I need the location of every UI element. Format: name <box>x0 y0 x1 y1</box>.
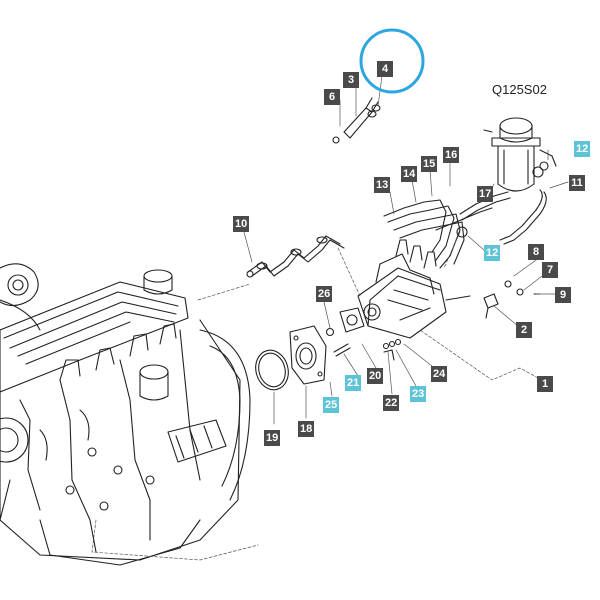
callout-15[interactable]: 15 <box>421 156 438 172</box>
callout-18[interactable]: 18 <box>298 421 315 437</box>
injection-pipes <box>246 199 493 278</box>
callout-6[interactable]: 6 <box>324 89 340 105</box>
callout-23[interactable]: 23 <box>410 386 427 402</box>
callout-13[interactable]: 13 <box>374 177 391 193</box>
callout-9[interactable]: 9 <box>555 287 571 303</box>
callout-11[interactable]: 11 <box>569 175 585 191</box>
injection-pump <box>357 239 471 339</box>
callout-25[interactable]: 25 <box>323 397 340 413</box>
callout-21[interactable]: 21 <box>345 375 362 391</box>
injector-assembly <box>332 97 381 144</box>
callout-12[interactable]: 12 <box>574 141 591 157</box>
callout-1[interactable]: 1 <box>537 376 553 392</box>
callout-26[interactable]: 26 <box>316 286 333 302</box>
callout-16[interactable]: 16 <box>443 147 460 163</box>
callout-12[interactable]: 12 <box>484 245 501 261</box>
callout-10[interactable]: 10 <box>233 216 250 232</box>
callout-20[interactable]: 20 <box>367 368 384 384</box>
sensor-parts <box>483 280 541 319</box>
leader-lines <box>91 75 569 561</box>
pump-mounting-parts <box>255 307 402 391</box>
callout-8[interactable]: 8 <box>528 244 544 260</box>
callout-22[interactable]: 22 <box>383 395 400 411</box>
reference-code: Q125S02 <box>492 82 547 97</box>
callout-3[interactable]: 3 <box>343 72 359 88</box>
callout-17[interactable]: 17 <box>477 186 494 202</box>
callout-14[interactable]: 14 <box>401 166 418 182</box>
callout-2[interactable]: 2 <box>516 322 532 338</box>
callout-19[interactable]: 19 <box>264 430 281 446</box>
fuel-filter <box>456 117 557 245</box>
highlight-circle <box>359 28 425 94</box>
callout-4[interactable]: 4 <box>377 61 393 77</box>
callout-24[interactable]: 24 <box>431 366 448 382</box>
engine-block <box>0 263 251 566</box>
callout-7[interactable]: 7 <box>542 262 558 278</box>
